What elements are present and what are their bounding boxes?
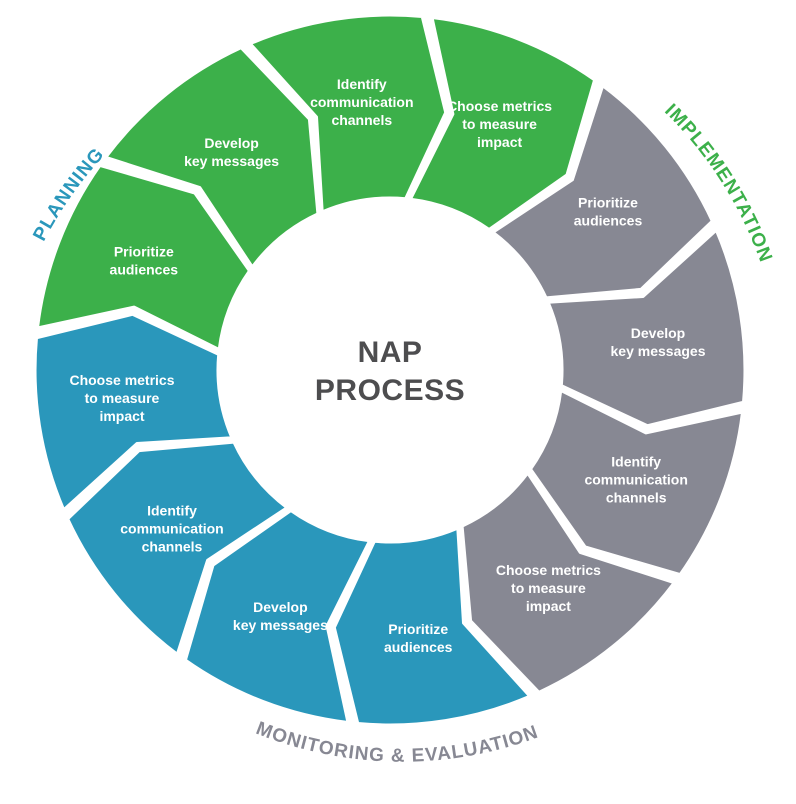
segment-planning-4: Choose metrics to measure impact — [33, 312, 234, 512]
segment-label-line: audiences — [574, 213, 643, 229]
segment-planning-1: Prioritize audiences — [332, 526, 532, 727]
segment-label-line: audiences — [110, 261, 179, 277]
segment-monitoring-3: Identify communication channels — [529, 388, 744, 577]
segment-label-line: Develop — [253, 599, 307, 615]
segment-label-line: Identify — [147, 502, 197, 518]
segment-implementation-1: Prioritize audiences — [36, 163, 251, 352]
segment-label-line: impact — [477, 134, 522, 150]
center-title-line1: NAP — [358, 336, 423, 369]
segment-label-line: communication — [120, 520, 223, 536]
segment-label-line: Choose metrics — [447, 98, 552, 114]
segment-label-line: channels — [606, 490, 667, 506]
segment-label-line: Develop — [204, 135, 258, 151]
segment-label-line: to measure — [462, 116, 537, 132]
segment-label-line: Choose metrics — [496, 562, 601, 578]
segment-label-line: communication — [584, 472, 687, 488]
segment-monitoring-2: Develop key messages — [546, 228, 747, 428]
segment-label-line: impact — [99, 408, 144, 424]
segment-label-line: Identify — [611, 454, 661, 470]
segment-label-line: Identify — [337, 76, 387, 92]
segment-label-line: audiences — [384, 639, 453, 655]
segment-label-line: channels — [331, 112, 392, 128]
segment-label-line: to measure — [85, 390, 160, 406]
segment-label-line: key messages — [233, 617, 328, 633]
segment-implementation-2: Develop key messages — [104, 46, 320, 269]
segment-label-line: key messages — [611, 343, 706, 359]
center-title-line2: PROCESS — [315, 374, 465, 407]
segment-label-line: to measure — [511, 580, 586, 596]
segment-label-line: Prioritize — [578, 195, 638, 211]
segment-label-line: channels — [142, 538, 203, 554]
center-circle: NAP PROCESS — [218, 198, 562, 542]
segment-label-line: Prioritize — [388, 621, 448, 637]
segment-label-line: Prioritize — [114, 243, 174, 259]
segment-label-line: key messages — [184, 153, 279, 169]
segment-label-line: communication — [310, 94, 413, 110]
segment-label-line: Choose metrics — [69, 372, 174, 388]
segment-label-line: Develop — [631, 325, 685, 341]
segment-planning-3: Identify communication channels — [66, 440, 289, 656]
segment-label-line: impact — [526, 598, 571, 614]
